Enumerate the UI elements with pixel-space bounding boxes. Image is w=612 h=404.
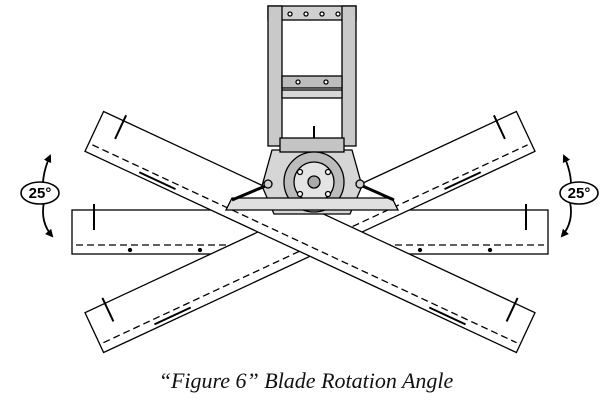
figure-caption: “Figure 6” Blade Rotation Angle — [158, 368, 454, 393]
right-rotation-arrow: 25° — [559, 154, 599, 238]
angle-cylinders — [231, 179, 395, 202]
push-frame — [267, 5, 357, 160]
left-angle-label: 25° — [29, 185, 52, 202]
pivot-assembly — [224, 137, 400, 215]
right-angle-label: 25° — [568, 185, 591, 202]
left-rotation-arrow: 25° — [20, 154, 60, 238]
